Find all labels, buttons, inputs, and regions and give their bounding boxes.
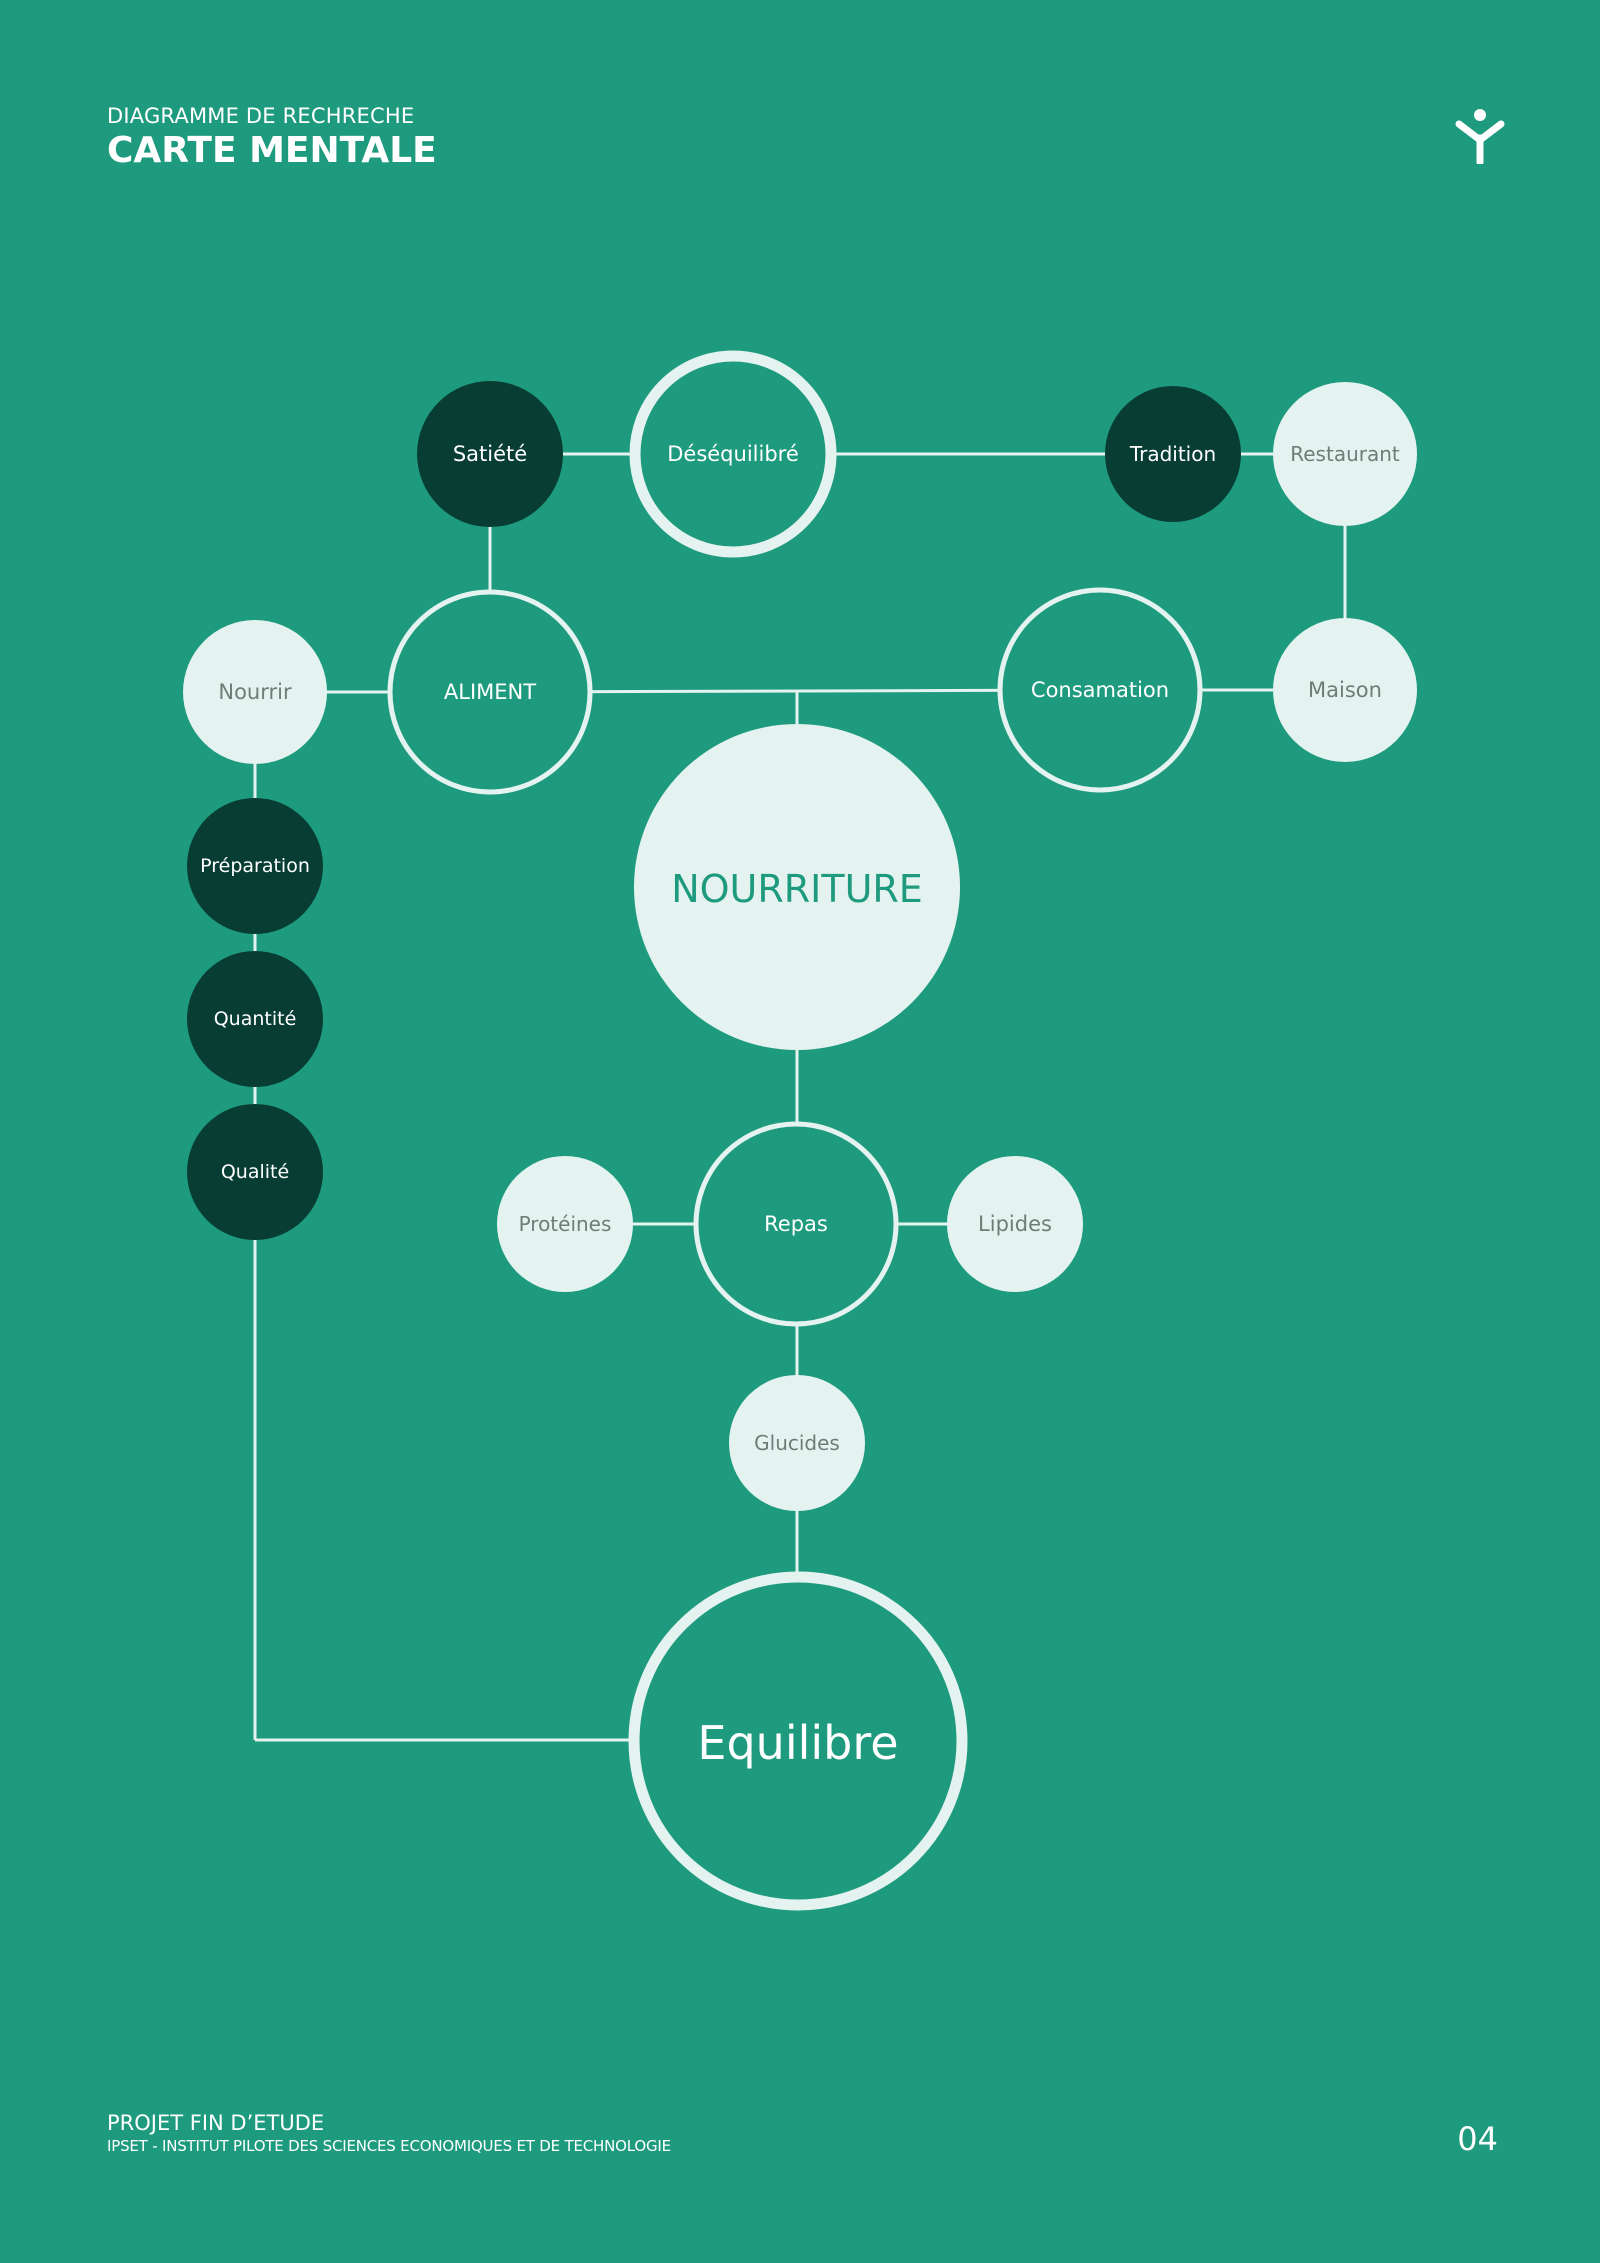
node-label: Glucides bbox=[754, 1431, 840, 1455]
page-title: CARTE MENTALE bbox=[107, 130, 437, 171]
node-label: Qualité bbox=[221, 1161, 289, 1183]
node-label: Protéines bbox=[519, 1212, 612, 1236]
node-preparation: Préparation bbox=[187, 798, 323, 934]
header: DIAGRAMME DE RECHRECHE CARTE MENTALE bbox=[107, 103, 437, 173]
node-repas: Repas bbox=[693, 1121, 899, 1327]
page-subtitle: DIAGRAMME DE RECHRECHE bbox=[107, 104, 415, 128]
node-restaurant: Restaurant bbox=[1273, 382, 1417, 526]
node-label: Lipides bbox=[978, 1212, 1052, 1236]
node-label: Préparation bbox=[200, 855, 310, 877]
node-label: Consamation bbox=[1031, 678, 1169, 702]
node-label: NOURRITURE bbox=[671, 867, 923, 911]
node-label: Quantité bbox=[214, 1008, 297, 1030]
node-label: Satiété bbox=[453, 442, 527, 466]
node-desequilibre: Déséquilibré bbox=[629, 350, 837, 558]
node-label: Equilibre bbox=[697, 1716, 898, 1770]
node-label: Tradition bbox=[1129, 442, 1216, 466]
node-nourriture: NOURRITURE bbox=[634, 724, 960, 1050]
footer: PROJET FIN D’ETUDE IPSET - INSTITUT PILO… bbox=[107, 2110, 671, 2156]
node-label: Maison bbox=[1308, 678, 1382, 702]
node-qualite: Qualité bbox=[187, 1104, 323, 1240]
node-equilibre: Equilibre bbox=[628, 1571, 968, 1911]
node-tradition: Tradition bbox=[1105, 386, 1241, 522]
node-label: Restaurant bbox=[1290, 442, 1400, 466]
page-number: 04 bbox=[1457, 2120, 1498, 2158]
node-label: Repas bbox=[764, 1212, 828, 1236]
node-consamation: Consamation bbox=[997, 587, 1203, 793]
footer-subtitle: IPSET - INSTITUT PILOTE DES SCIENCES ECO… bbox=[107, 2137, 671, 2155]
node-label: Nourrir bbox=[218, 680, 292, 704]
node-nourrir: Nourrir bbox=[183, 620, 327, 764]
node-label: ALIMENT bbox=[444, 680, 536, 704]
node-quantite: Quantité bbox=[187, 951, 323, 1087]
node-maison: Maison bbox=[1273, 618, 1417, 762]
node-satiete: Satiété bbox=[417, 381, 563, 527]
node-proteines: Protéines bbox=[497, 1156, 633, 1292]
person-icon bbox=[1455, 109, 1505, 164]
node-aliment: ALIMENT bbox=[387, 589, 593, 795]
node-glucides: Glucides bbox=[729, 1375, 865, 1511]
node-lipides: Lipides bbox=[947, 1156, 1083, 1292]
footer-title: PROJET FIN D’ETUDE bbox=[107, 2111, 325, 2135]
node-label: Déséquilibré bbox=[667, 442, 799, 466]
